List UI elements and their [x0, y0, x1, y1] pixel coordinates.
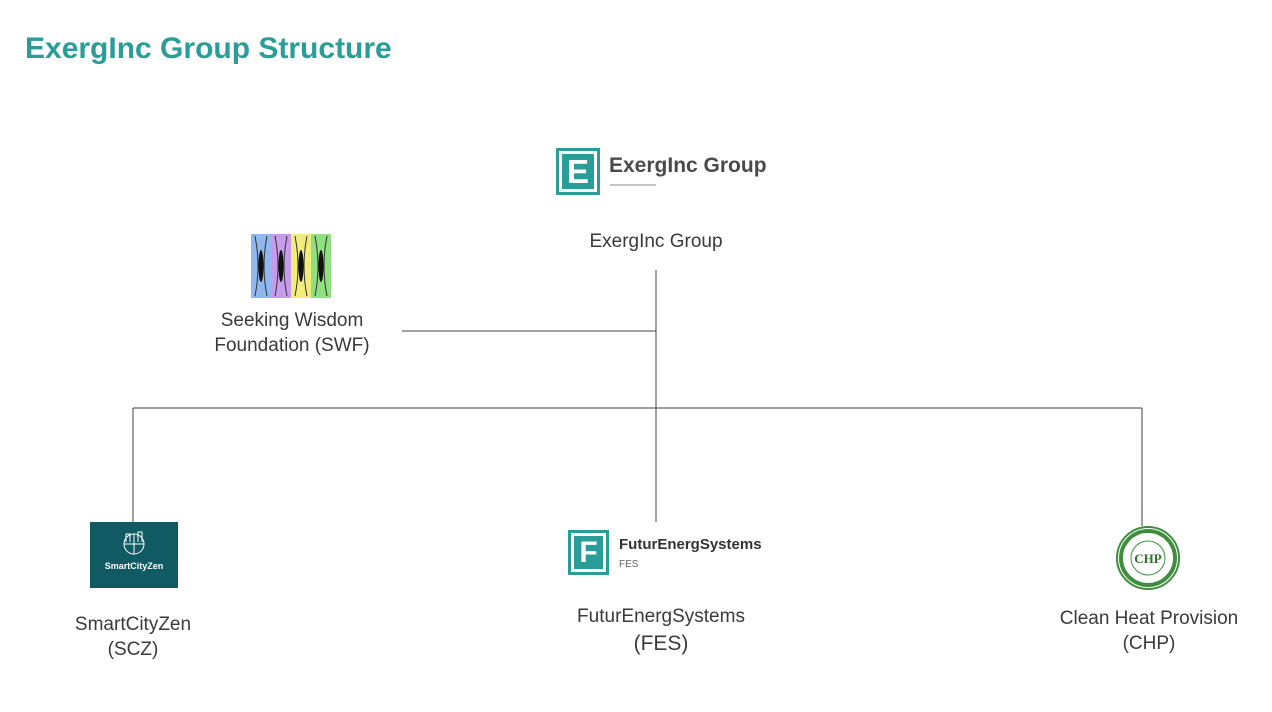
city-globe-icon: [123, 531, 145, 555]
exerginc-logo-name: ExergInc Group: [609, 154, 767, 177]
exerginc-e-icon: E: [556, 148, 600, 195]
fes-f-icon: F: [568, 530, 609, 575]
fes-logo: F FuturEnergSystems FES: [568, 530, 768, 576]
chp-logo-text: CHP: [1134, 551, 1162, 566]
chp-logo: Clean Heat Provision Ltd CHP: [1116, 526, 1180, 590]
parent-node-label: ExergInc Group: [589, 231, 723, 252]
smartcityzen-logo-name: SmartCityZen: [104, 561, 164, 571]
chp-node-label: Clean Heat Provision (CHP): [1059, 608, 1239, 654]
fes-logo-name: FuturEnergSystems: [619, 536, 762, 553]
fes-logo-sub: FES: [619, 559, 639, 570]
scz-node-label: SmartCityZen (SCZ): [74, 614, 192, 660]
exerginc-logo: E ExergInc Group: [556, 148, 771, 200]
page-title: ExergInc Group Structure: [25, 32, 392, 65]
swf-logo: [251, 234, 331, 298]
exerginc-logo-tagline-mark: [610, 184, 656, 186]
swf-node-label: Seeking Wisdom Foundation (SWF): [214, 310, 370, 356]
smartcityzen-logo: SmartCityZen: [90, 522, 178, 588]
fes-node-label: FuturEnergSystems (FES): [577, 606, 745, 655]
